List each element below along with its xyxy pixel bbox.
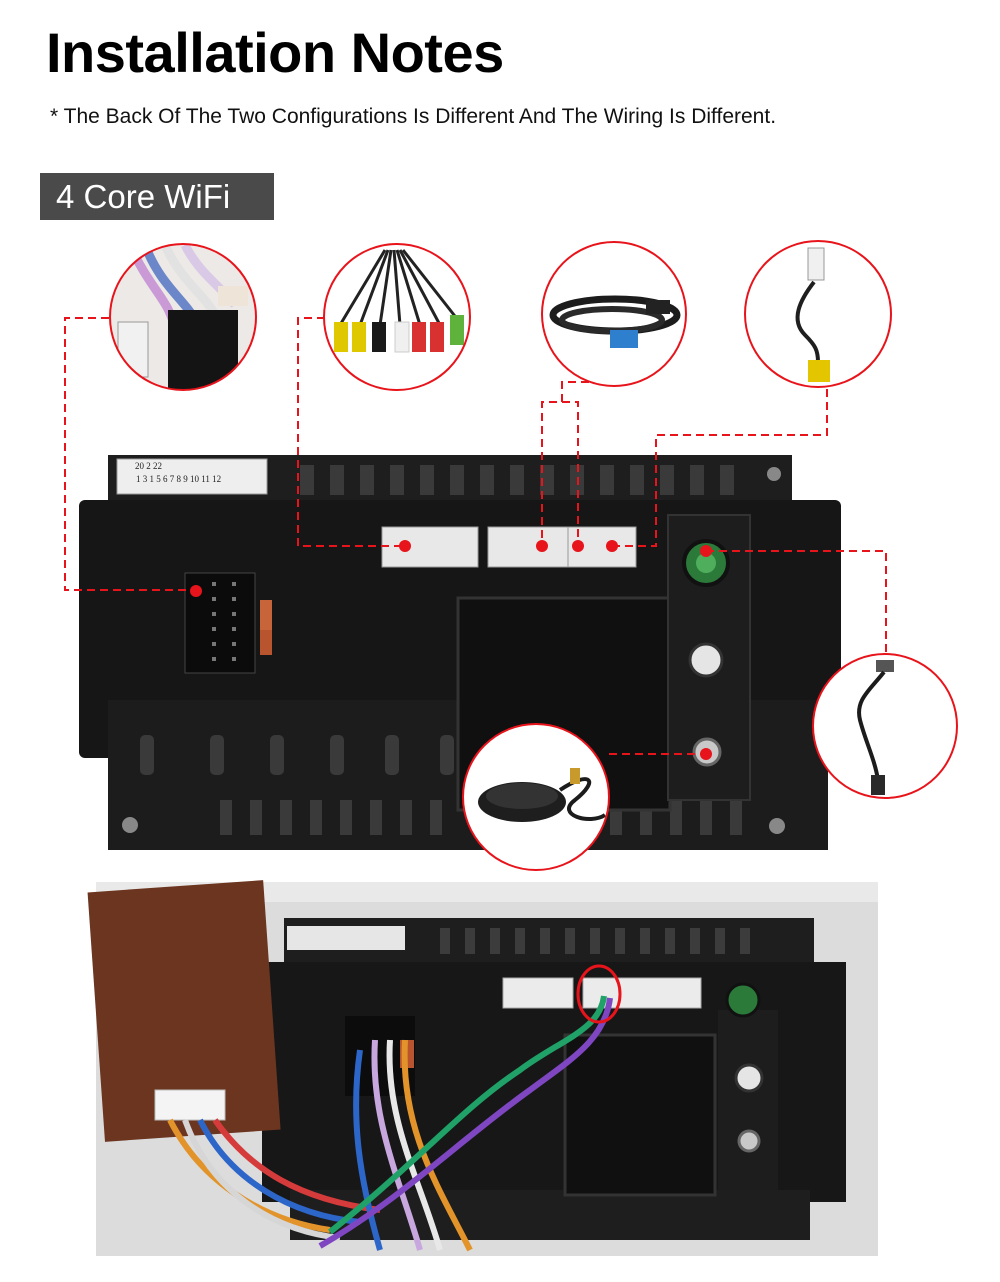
camera-cable-icon xyxy=(744,240,892,388)
gps-antenna-icon xyxy=(462,723,610,871)
rca-cable-icon xyxy=(323,243,471,391)
power-harness-icon xyxy=(109,243,257,391)
head-unit-back: 20 2 22 1 3 1 5 6 7 8 9 10 11 12 xyxy=(79,455,841,850)
leader-lines xyxy=(64,317,887,755)
page-title: Installation Notes xyxy=(46,21,504,84)
usb-cable-icon xyxy=(541,241,687,387)
page-subtitle: * The Back Of The Two Configurations Is … xyxy=(50,105,777,128)
section-badge: 4 Core WiFi xyxy=(40,173,274,220)
wifi-antenna-cable-icon xyxy=(812,653,958,799)
pin-label-row2: 1 3 1 5 6 7 8 9 10 11 12 xyxy=(136,474,221,484)
installed-unit-photo xyxy=(87,880,878,1256)
pin-label-row1: 20 2 22 xyxy=(135,461,162,471)
connector-markers xyxy=(190,540,712,760)
